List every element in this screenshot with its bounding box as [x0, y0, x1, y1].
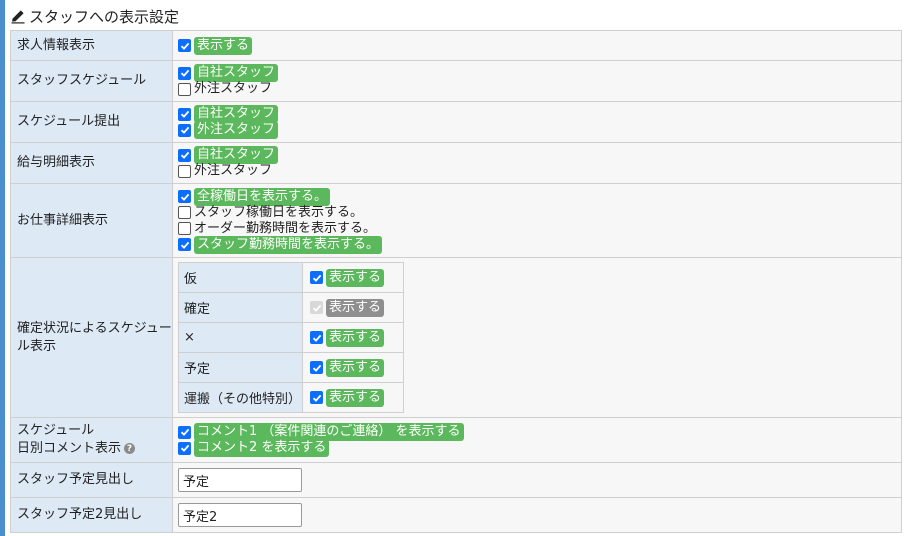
row-staff-heading: スタッフ予定見出し 予定: [10, 462, 902, 498]
checkbox-checked-icon[interactable]: [178, 66, 191, 80]
option-status-planned[interactable]: 表示する: [310, 358, 403, 377]
row-job-info: 求人情報表示 表示する: [10, 30, 902, 61]
option-staff-schedule-outsource[interactable]: 外注スタッフ: [178, 81, 901, 97]
option-payslip-outsource[interactable]: 外注スタッフ: [178, 163, 901, 179]
checkbox-unchecked-icon[interactable]: [178, 206, 191, 219]
checkbox-checked-icon[interactable]: [178, 425, 191, 439]
checkbox-checked-icon[interactable]: [310, 331, 323, 344]
option-schedule-submit-inhouse[interactable]: 自社スタッフ: [178, 105, 901, 123]
checkbox-checked-icon[interactable]: [178, 190, 191, 203]
row-label: スケジュール 日別コメント表示?: [10, 417, 173, 463]
checkbox-unchecked-icon[interactable]: [178, 222, 191, 235]
option-job-detail-staff-hours[interactable]: スタッフ勤務時間を表示する。: [178, 235, 901, 254]
option-staff-schedule-inhouse[interactable]: 自社スタッフ: [178, 64, 901, 82]
option-job-detail-staff-days[interactable]: スタッフ稼働日を表示する。: [178, 205, 901, 221]
option-schedule-submit-outsource[interactable]: 外注スタッフ: [178, 121, 901, 139]
row-label: スケジュール提出: [10, 101, 173, 143]
row-job-detail: お仕事詳細表示 全稼働日を表示する。 スタッフ稼働日を表示する。 オーダー勤務時…: [10, 183, 902, 258]
status-row-cross: × 表示する: [178, 322, 404, 353]
row-label: 求人情報表示: [10, 30, 173, 61]
checkbox-disabled-icon: [310, 301, 323, 314]
checkbox-checked-icon[interactable]: [178, 441, 191, 455]
display-settings-table: 求人情報表示 表示する スタッフスケジュール 自社スタッフ 外注スタッフ スケジ…: [10, 30, 902, 533]
option-status-cross[interactable]: 表示する: [310, 328, 403, 347]
row-status-schedule: 確定状況によるスケジュール表示 仮 表示する 確定: [10, 257, 902, 418]
option-daily-comment-1[interactable]: コメント1 （案件関連のご連絡） を表示する: [178, 423, 901, 441]
status-row-provisional: 仮 表示する: [178, 262, 404, 293]
row-staff-heading2: スタッフ予定2見出し 予定2: [10, 497, 902, 533]
row-label: スタッフ予定2見出し: [10, 497, 173, 533]
checkbox-checked-icon[interactable]: [310, 271, 323, 284]
row-label: お仕事詳細表示: [10, 183, 173, 258]
pencil-icon: [11, 10, 25, 24]
option-job-detail-order-hours[interactable]: オーダー勤務時間を表示する。: [178, 221, 901, 237]
question-circle-icon[interactable]: ?: [124, 443, 136, 454]
option-job-detail-all-days[interactable]: 全稼働日を表示する。: [178, 187, 901, 206]
staff-heading2-input[interactable]: 予定2: [178, 503, 302, 527]
option-status-confirmed: 表示する: [310, 298, 403, 317]
staff-heading-input[interactable]: 予定: [178, 468, 302, 492]
row-payslip: 給与明細表示 自社スタッフ 外注スタッフ: [10, 142, 902, 184]
option-daily-comment-2[interactable]: コメント2 を表示する: [178, 439, 901, 457]
option-job-info-show[interactable]: 表示する: [178, 36, 901, 55]
checkbox-checked-icon[interactable]: [178, 238, 191, 251]
option-payslip-inhouse[interactable]: 自社スタッフ: [178, 146, 901, 164]
option-status-provisional[interactable]: 表示する: [310, 268, 403, 287]
status-row-confirmed: 確定 表示する: [178, 292, 404, 323]
row-schedule-submit: スケジュール提出 自社スタッフ 外注スタッフ: [10, 101, 902, 143]
row-label: スタッフ予定見出し: [10, 462, 173, 498]
checkbox-unchecked-icon[interactable]: [178, 164, 191, 178]
checkbox-checked-icon[interactable]: [178, 123, 191, 137]
checkbox-checked-icon[interactable]: [310, 391, 323, 404]
checkbox-checked-icon[interactable]: [178, 148, 191, 162]
checkbox-unchecked-icon[interactable]: [178, 82, 191, 96]
row-staff-schedule: スタッフスケジュール 自社スタッフ 外注スタッフ: [10, 60, 902, 102]
option-status-transport[interactable]: 表示する: [310, 388, 403, 407]
section-header: スタッフへの表示設定: [10, 4, 179, 28]
checkbox-checked-icon[interactable]: [310, 361, 323, 374]
section-accent-bar: [0, 0, 5, 536]
row-label: スタッフスケジュール: [10, 60, 173, 102]
status-subtable: 仮 表示する 確定 表示する: [178, 262, 404, 413]
status-row-planned: 予定 表示する: [178, 352, 404, 383]
status-row-transport: 運搬（その他特別） 表示する: [178, 382, 404, 413]
row-daily-comment: スケジュール 日別コメント表示? コメント1 （案件関連のご連絡） を表示する …: [10, 417, 902, 463]
row-label: 給与明細表示: [10, 142, 173, 184]
row-label: 確定状況によるスケジュール表示: [10, 257, 173, 418]
checkbox-checked-icon[interactable]: [178, 39, 191, 52]
checkbox-checked-icon[interactable]: [178, 107, 191, 121]
section-title: スタッフへの表示設定: [29, 7, 180, 26]
